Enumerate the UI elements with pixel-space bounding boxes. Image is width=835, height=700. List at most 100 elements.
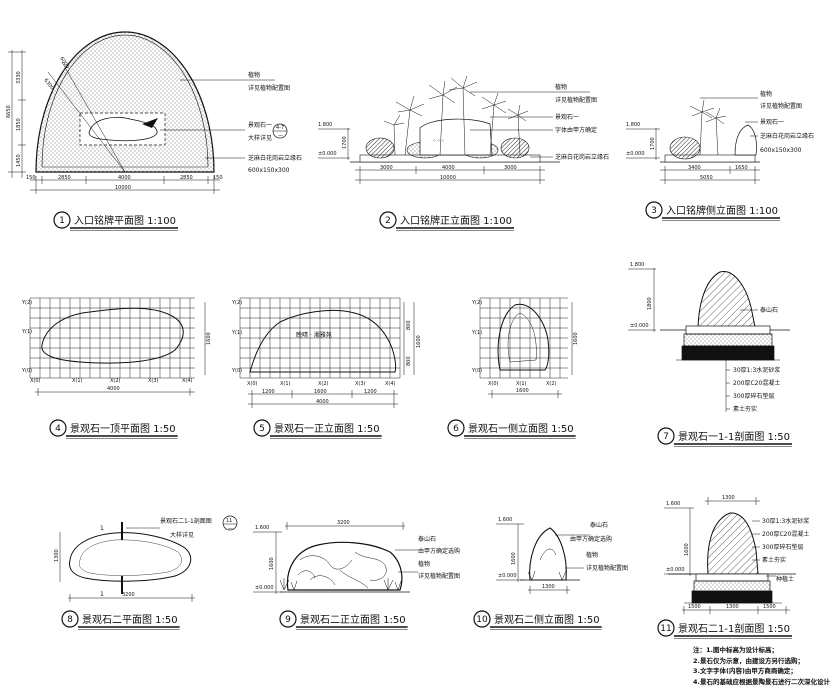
caption-number-circle (49, 419, 67, 437)
p5-y0: Y(0) (231, 368, 242, 374)
caption-number-circle (379, 211, 397, 229)
p4-dim-r: 1600 (206, 332, 212, 345)
dim-slant-2: 6000 (58, 56, 70, 70)
p2-label-font: 字体由甲方确定 (555, 126, 597, 134)
p5-y1: Y(1) (231, 330, 242, 336)
caption-title: 入口铭牌正立面图 1:100 (400, 214, 512, 227)
caption-number: 6 (453, 424, 459, 434)
p3-dim-h: 1700 (650, 137, 656, 150)
p2-dim-total: 10000 (440, 175, 456, 181)
caption-title: 景观石一1-1剖面图 1:50 (678, 430, 790, 443)
p6-y0: Y(0) (471, 368, 482, 374)
p6-dim: 1600 (516, 388, 529, 394)
p4-stone-outline (41, 307, 184, 364)
p5-dim-r0: 800 (406, 320, 412, 330)
p11-dim-h: 1600 (684, 543, 690, 556)
dim-l1: 1850 (16, 118, 22, 131)
drawing-6-side-elevation: Y(2) Y(1) Y(0) X(0) X(1) X(2) 1600 1600 (471, 297, 579, 398)
p4-y0: Y(0) (21, 368, 32, 374)
p7-label-stone: 泰山石 (760, 306, 778, 314)
p3-dim-total: 5050 (700, 175, 713, 181)
p2-label-curb: 芝麻白花岗岩立缘石 (555, 153, 609, 161)
caption-title: 景观石一顶平面图 1:50 (70, 423, 176, 435)
caption-title: 景观石一侧立面图 1:50 (468, 422, 574, 435)
caption-title: 入口铭牌侧立面图 1:100 (666, 204, 778, 217)
p6-x2: X(2) (546, 381, 557, 387)
dim-b2: 4000 (118, 175, 131, 181)
p3-label-stone: 景观石一 (760, 119, 784, 126)
callout-ref: 4-7 (276, 125, 284, 131)
p2-label-plants: 植物 (555, 83, 567, 91)
p11-layer-2: 300厚碎石垫层 (762, 543, 803, 551)
p2-dim-2: 3000 (504, 165, 517, 171)
p2-label-plant-ref: 详见植物配置图 (555, 96, 597, 104)
caption-title: 景观石二侧立面图 1:50 (494, 613, 600, 626)
p9-label-plants: 植物 (418, 560, 430, 568)
p9-label-plant-ref: 详见植物配置图 (418, 572, 460, 580)
p7-layer-3: 素土夯实 (733, 405, 757, 413)
p3-dim-0: 3400 (688, 165, 701, 171)
p5-dim-2: 1200 (364, 389, 377, 395)
p10-label-plants: 植物 (586, 551, 598, 559)
p3-elev-zero: ±0.000 (626, 151, 645, 157)
p6-y1: Y(1) (471, 330, 482, 336)
p7-layer-2: 300厚碎石垫层 (733, 392, 774, 400)
p11-elev-top: 1.600 (666, 501, 680, 507)
caption-title: 入口铭牌平面图 1:100 (74, 214, 176, 227)
dim-l-total: 6650 (6, 105, 12, 118)
p9-elev-zero: ±0.000 (255, 585, 274, 591)
p10-elev-top: 1.600 (498, 517, 512, 523)
p4-x3: X(3) (148, 378, 159, 384)
p3-label-curb-size: 600x150x300 (760, 147, 802, 154)
caption-number-circle (657, 427, 675, 445)
p8-label-section: 景观石二1-1剖面图 (160, 517, 212, 525)
caption-2: 2 入口铭牌正立面图 1:100 (379, 211, 514, 231)
p10-stone (529, 527, 567, 581)
p5-dim-r-total: 1600 (416, 335, 422, 348)
p7-concrete (683, 333, 773, 347)
note-4: 4.景石的基础应根据景陶景石进行二次深化设计 (693, 677, 830, 686)
dim-b0: 150 (26, 175, 36, 181)
callout-sheet: — (278, 133, 283, 139)
caption-title: 景观石二1-1剖面图 1:50 (678, 622, 790, 635)
p2-elev-zero: ±0.000 (318, 151, 337, 157)
drawing-1-plan: 6300 6000 植物 详见植物配置图 景观石一 大样详见 4-7 — 芝麻白… (6, 31, 302, 194)
p10-dim-h: 1600 (511, 552, 517, 565)
p7-stone (697, 271, 757, 333)
caption-number-circle (61, 610, 79, 628)
caption-title: 景观石二平面图 1:50 (82, 614, 178, 626)
p11-layer-1: 200厚C20混凝土 (762, 530, 809, 538)
p8-section-mark-top: 1 (100, 525, 104, 532)
p2-dim-h: 1700 (342, 136, 348, 149)
p11-dim-b2: 1500 (763, 604, 776, 610)
p4-y1: Y(1) (21, 329, 32, 335)
p4-x0: X(0) (30, 378, 41, 384)
label-curb: 芝麻白花岗岩立缘石 (248, 154, 302, 162)
caption-number: 8 (67, 615, 73, 625)
stone-elev (419, 118, 493, 156)
drawing-7-section: 1.800 ±0.000 1800 泰山石 30厚1:3水泥砂浆 200厚C20… (628, 262, 790, 413)
p4-x1: X(1) (72, 378, 83, 384)
p5-inscription: 晚晴 · 湘雅苑 (296, 331, 332, 339)
p4-x2: X(2) (110, 378, 121, 384)
p3-label-curb: 芝麻白花岗岩立缘石 (760, 132, 814, 140)
caption-8: 8 景观石二平面图 1:50 (61, 610, 180, 630)
p9-label-purchase: 由甲方确定选购 (418, 547, 460, 555)
p11-layer-0: 30厚1:3水泥砂浆 (762, 517, 809, 525)
p5-dim-1: 1600 (314, 389, 327, 395)
p5-x2: X(2) (318, 381, 329, 387)
caption-title: 景观石二正立面图 1:50 (300, 613, 406, 626)
p5-x0: X(0) (247, 381, 258, 387)
drawing-3-side-elevation: 植物 详见植物配置图 景观石一 芝麻白花岗岩立缘石 600x150x300 1.… (626, 90, 814, 184)
caption-number: 2 (385, 216, 391, 226)
p7-elev-zero: ±0.000 (630, 323, 649, 329)
p8-stone-outline (69, 532, 192, 582)
p3-label-plant-ref: 详见植物配置图 (760, 102, 802, 110)
drawing-9-front-elevation: 1.600 ±0.000 1600 3200 泰山石 由甲方确定选购 植物 详见… (253, 520, 460, 594)
p10-label-purchase: 由甲方确定选购 (570, 535, 612, 543)
p10-dim: 1300 (542, 584, 555, 590)
